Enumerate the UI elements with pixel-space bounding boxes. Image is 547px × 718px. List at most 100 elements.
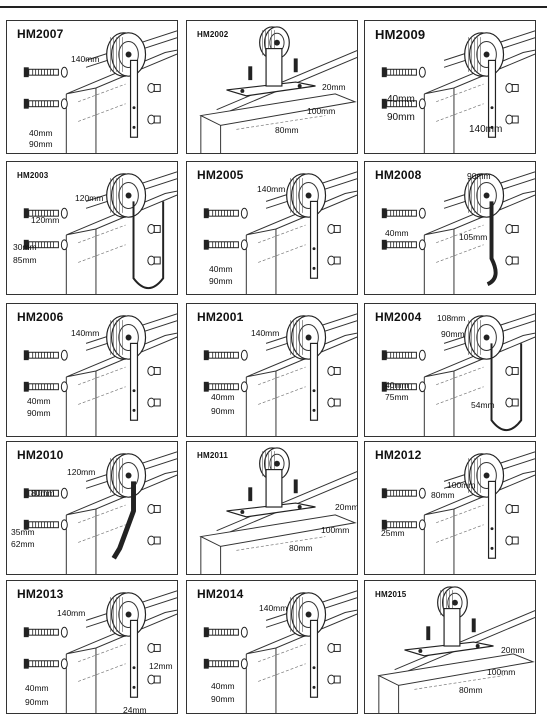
dimension-label: 12mm <box>149 661 173 671</box>
roller-wheel-icon <box>464 453 505 498</box>
nut-icon <box>505 83 519 93</box>
dimension-label: 140mm <box>71 328 100 338</box>
screw-icon <box>248 479 298 502</box>
roller-wheel-icon <box>106 453 147 498</box>
bolt-icon <box>203 349 248 361</box>
hardware-diagram <box>203 171 357 294</box>
hanger-strap <box>486 201 498 286</box>
bolt-icon <box>23 626 68 638</box>
nut-icon <box>147 224 161 234</box>
hanger-strap <box>309 200 319 279</box>
bolt-icon <box>381 98 426 110</box>
nut-icon <box>505 114 519 125</box>
roller-wheel-icon <box>464 32 505 77</box>
dimension-label: 140mm <box>469 124 503 135</box>
bolt-icon <box>203 239 248 251</box>
hanger-strap <box>309 619 319 698</box>
nut-icon <box>505 366 519 376</box>
hardware-diagram <box>23 30 177 153</box>
dimension-label: 40mm <box>385 380 409 390</box>
hardware-diagram <box>23 451 177 574</box>
dimension-label: 40mm <box>211 681 235 691</box>
bolt-icon <box>203 207 248 219</box>
dimension-label: 90mm <box>467 171 491 181</box>
bolt-icon <box>381 519 426 531</box>
nut-icon <box>505 504 519 514</box>
dimension-label: 54mm <box>471 400 495 410</box>
dimension-label: 20mm <box>501 645 525 655</box>
roller-wheel-icon <box>286 315 327 360</box>
bolt-icon <box>23 239 68 251</box>
model-code: HM2007 <box>17 27 64 41</box>
hanger-strap <box>487 59 497 138</box>
nut-icon <box>327 674 341 685</box>
dimension-label: 90mm <box>441 329 465 339</box>
model-code: HM2009 <box>375 27 426 42</box>
dimension-label: 80mm <box>431 490 455 500</box>
model-code: HM2011 <box>197 451 228 460</box>
nut-icon <box>505 224 519 234</box>
bolt-icon <box>381 239 426 251</box>
bolt-icon <box>23 207 68 219</box>
dimension-label: 20mm <box>322 82 346 92</box>
bolt-icon <box>381 66 426 78</box>
model-code: HM2002 <box>197 30 229 39</box>
dimension-label: 120mm <box>67 467 96 477</box>
nut-icon <box>327 255 341 266</box>
roller-wheel-icon <box>464 315 505 360</box>
hardware-diagram <box>381 451 535 574</box>
bolt-icon <box>203 381 248 393</box>
nut-icon <box>147 535 161 546</box>
nut-icon <box>147 504 161 514</box>
dimension-label: 90mm <box>211 694 235 704</box>
hanger-strap <box>111 481 136 560</box>
dimension-label: 100mm <box>321 525 350 535</box>
dimension-label: 108mm <box>437 313 466 323</box>
roller-wheel-icon <box>286 173 327 218</box>
dimension-label: 140mm <box>57 608 86 618</box>
model-code: HM2015 <box>375 590 407 599</box>
dimension-label: 40mm <box>211 392 235 402</box>
screw-icon <box>248 58 298 81</box>
model-code: HM2013 <box>17 587 64 601</box>
dimension-label: 100mm <box>447 480 476 490</box>
model-code: HM2008 <box>375 168 422 182</box>
top-mount-plate <box>226 47 316 97</box>
nut-icon <box>327 224 341 234</box>
dimension-label: 140mm <box>71 54 100 64</box>
dimension-label: 40mm <box>25 683 49 693</box>
bolt-icon <box>23 66 68 78</box>
dimension-label: 40mm <box>209 264 233 274</box>
bolt-icon <box>381 349 426 361</box>
model-code: HM2006 <box>17 310 64 324</box>
hardware-diagram <box>381 313 535 436</box>
roller-wheel-icon <box>106 592 147 637</box>
door-panel <box>199 93 357 153</box>
roller-wheel-icon <box>286 592 327 637</box>
dimension-label: 100mm <box>487 667 516 677</box>
nut-icon <box>147 397 161 408</box>
dimension-label: 40mm <box>385 228 409 238</box>
dimension-label: 120mm <box>75 193 104 203</box>
dimension-label: 90mm <box>27 408 51 418</box>
nut-icon <box>147 366 161 376</box>
product-cell-7: HM2006 140mm 40mm 90mm <box>6 303 178 437</box>
dimension-label: 62mm <box>11 539 35 549</box>
dimension-label: 90mm <box>387 112 415 123</box>
hardware-diagram <box>381 171 535 294</box>
dimension-label: 35mm <box>11 527 35 537</box>
model-code: HM2005 <box>197 168 244 182</box>
dimension-label: 140mm <box>259 603 288 613</box>
dimension-label: 40mm <box>27 396 51 406</box>
nut-icon <box>327 643 341 653</box>
model-code: HM2014 <box>197 587 244 601</box>
dimension-label: 30mm <box>13 242 37 252</box>
hardware-diagram <box>23 590 177 713</box>
